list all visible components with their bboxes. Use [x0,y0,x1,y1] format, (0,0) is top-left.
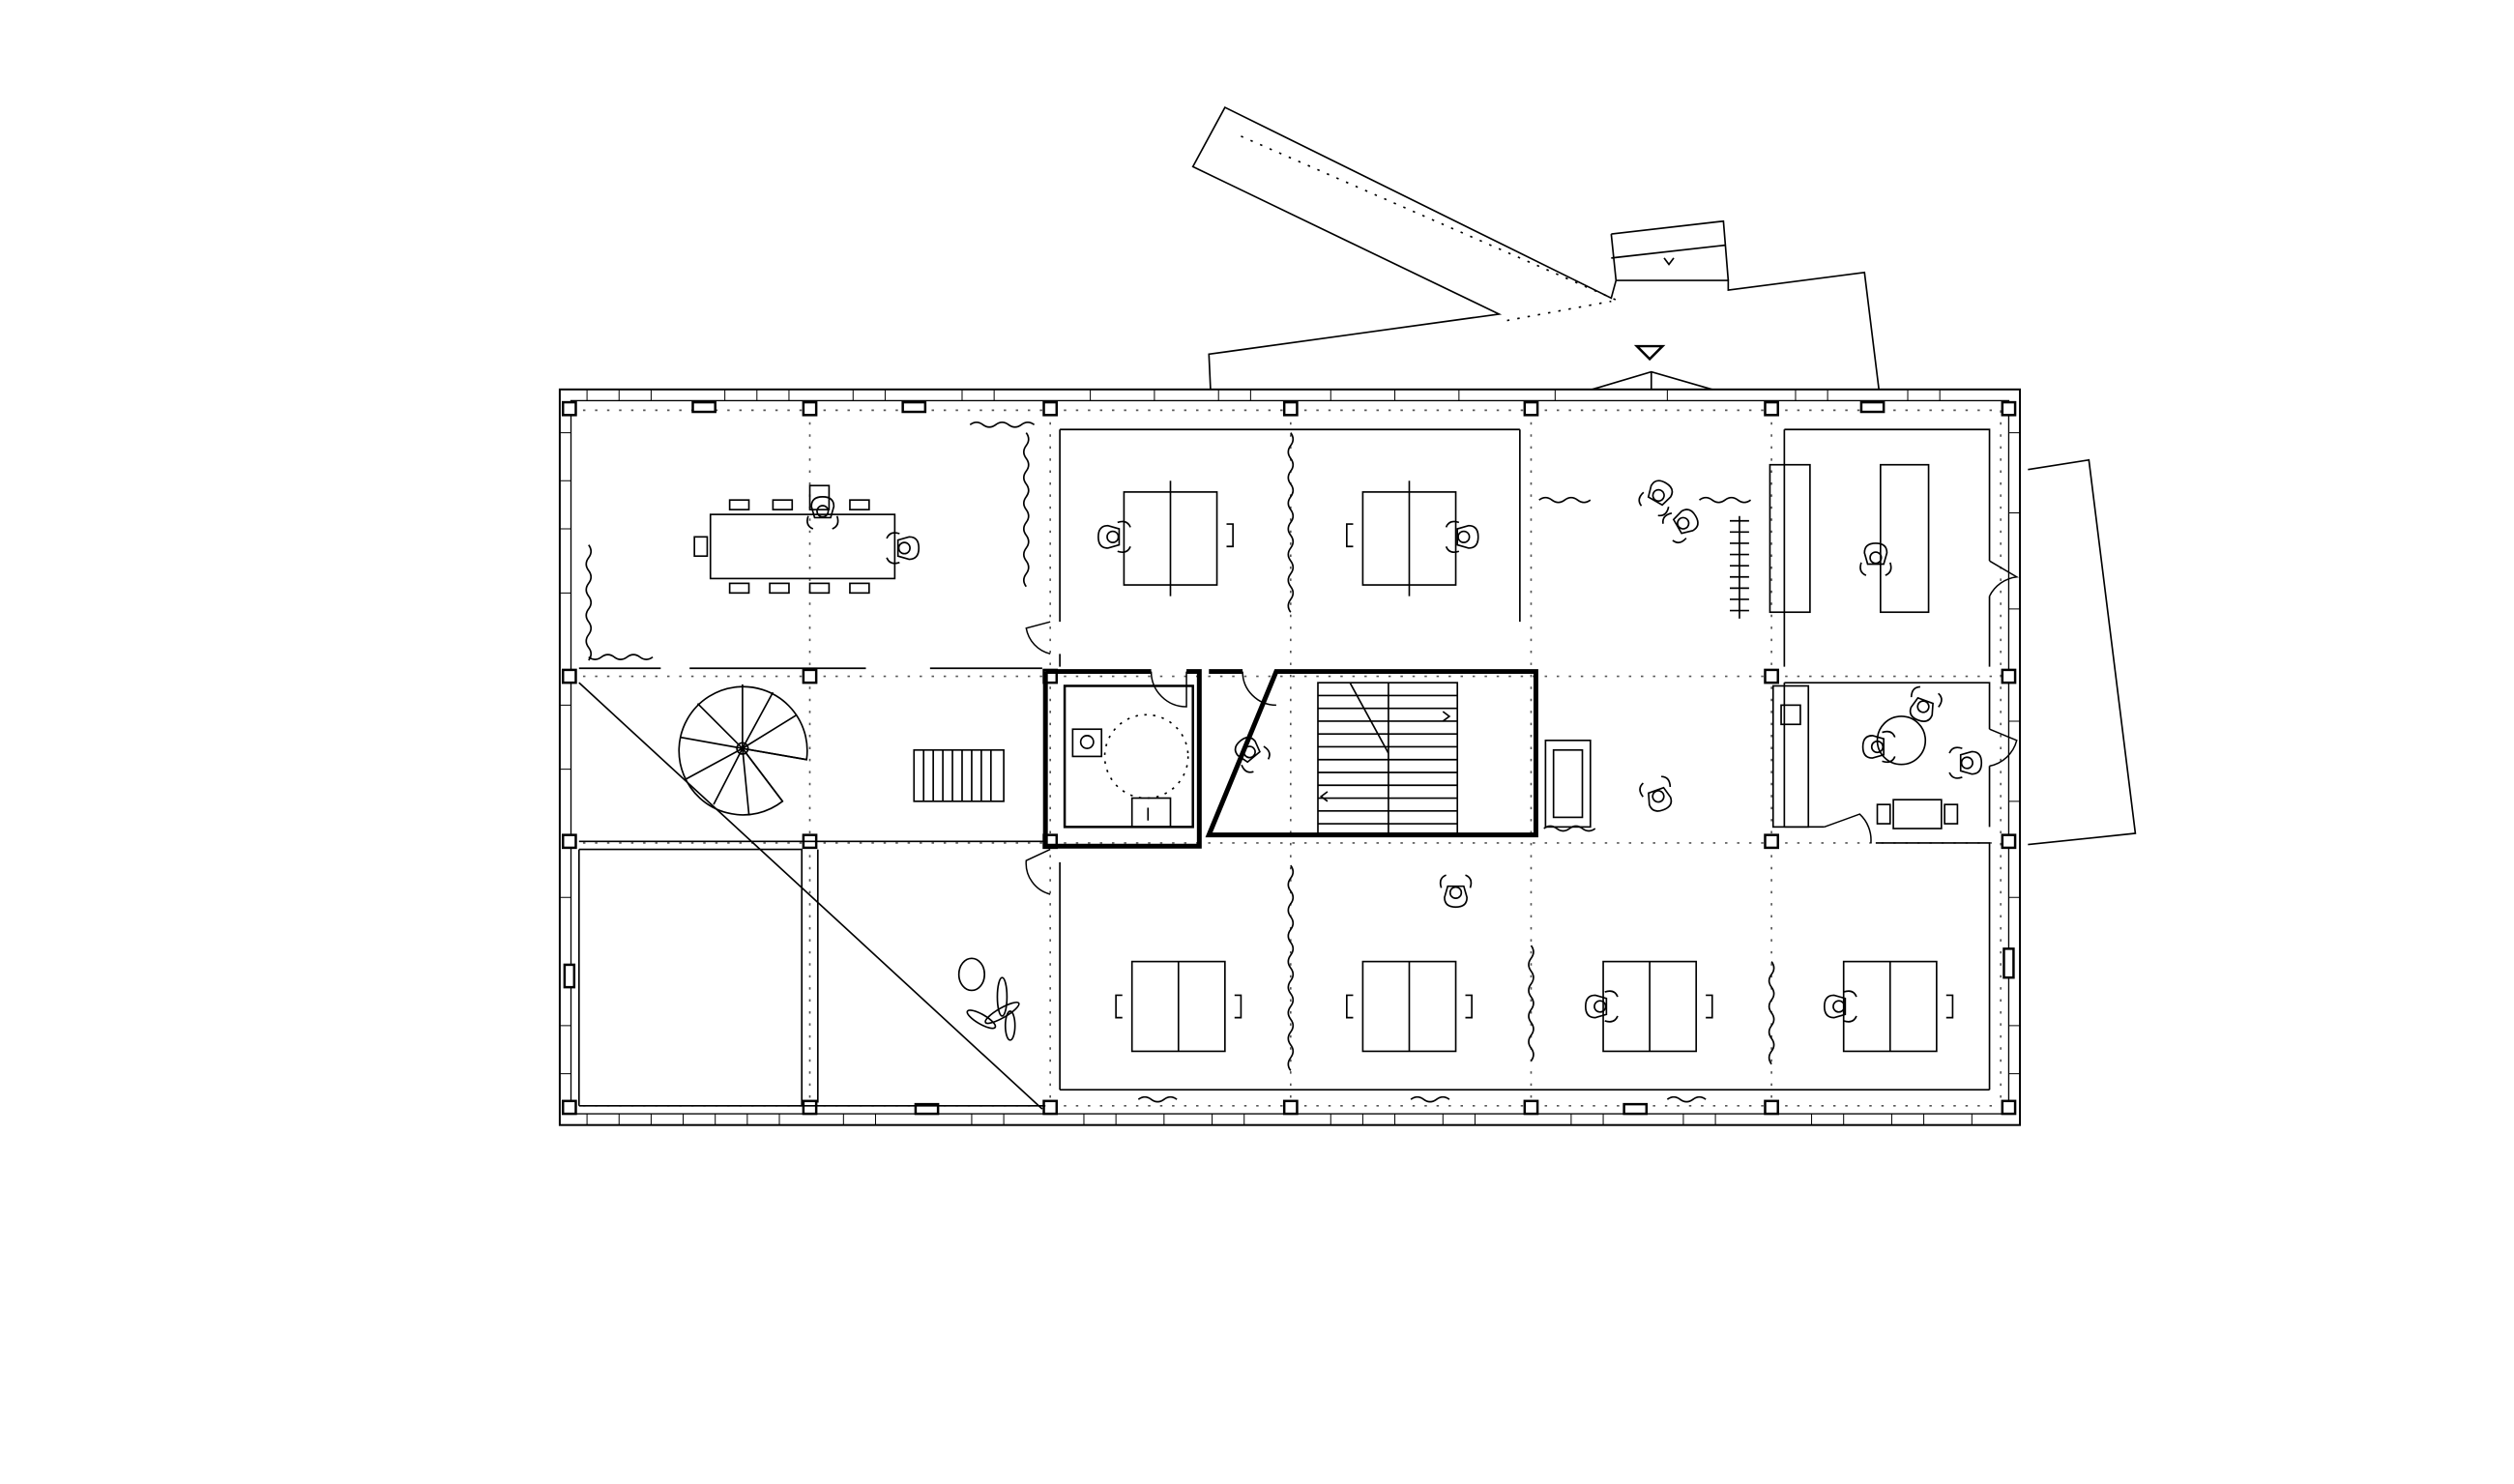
toilet-icon [1071,728,1103,758]
entrance-marker-icon [1633,344,1666,362]
person-icon [1948,746,1983,779]
desks-north [1123,463,1930,614]
spiral-stair-icon [678,684,808,816]
interior-walls [577,428,1991,1107]
core-doors [1025,560,2020,895]
desks-south [1115,960,1954,1053]
stair-flight [913,748,1005,802]
person-icon [1637,773,1679,817]
entrance-wing [1191,105,1880,391]
sofa-icon [1544,740,1592,829]
person-icon [1659,502,1705,546]
coat-rack [1730,515,1749,619]
person-icon [1859,542,1892,576]
kitchenette [1771,684,1959,829]
person-icon [1903,684,1944,727]
core-walls [1042,669,1538,849]
structural-columns [561,400,2017,1116]
east-wing [2028,458,2137,846]
restroom-fixtures [1063,684,1194,829]
staircase [1317,682,1459,834]
person-icon [1439,874,1473,909]
meeting-table [693,484,896,595]
curtains [585,421,1775,1103]
person-icon [1445,520,1479,554]
person-icon [1584,990,1619,1023]
people [806,474,1983,1023]
plant-icon [957,957,1020,1041]
windows [563,400,2015,1116]
person-icon [1635,474,1681,519]
person-icon [1097,520,1131,554]
void-diagonal [578,682,1043,1110]
person-icon [1823,990,1857,1023]
person-icon [806,496,839,530]
person-icon [886,532,921,565]
